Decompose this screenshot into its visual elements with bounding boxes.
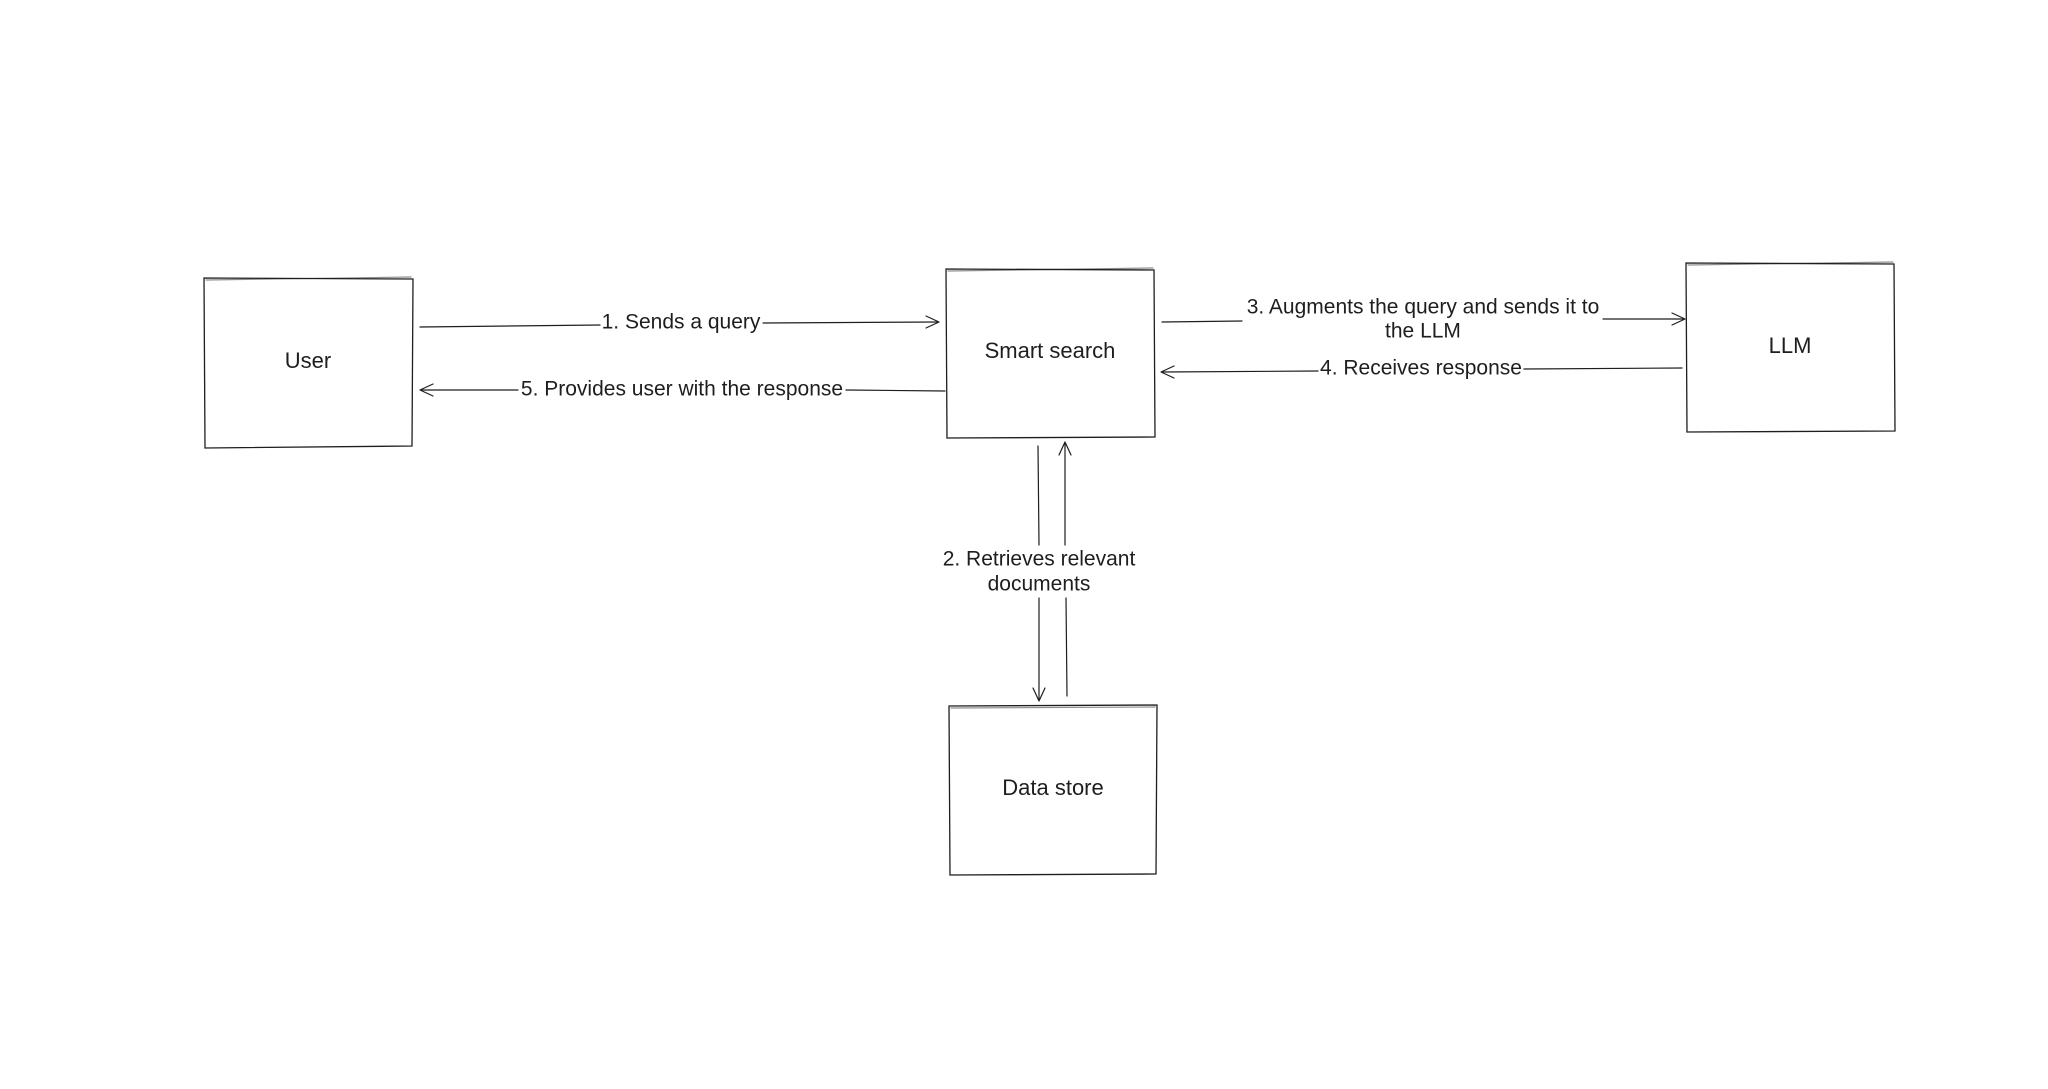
edge-retrieves-docs-label-line2: documents xyxy=(988,573,1091,596)
edge-receives-response-label: 4. Receives response xyxy=(1320,357,1522,380)
edge-retrieves-docs-up-line xyxy=(1065,597,1068,697)
edge-provides-response-label: 5. Provides user with the response xyxy=(521,378,843,401)
edge-augments-query-label-line1: 3. Augments the query and sends it to xyxy=(1247,296,1600,319)
edge-receives-response-line xyxy=(1523,367,1683,370)
node-llm-label: LLM xyxy=(1769,333,1812,358)
arrowhead-icon xyxy=(925,315,940,329)
node-llm[interactable]: LLM xyxy=(1685,261,1896,433)
arrowhead-icon xyxy=(1032,687,1046,702)
arrowhead-icon xyxy=(419,383,434,397)
edge-receives-response: 4. Receives response xyxy=(1160,357,1683,380)
node-smart-search-label: Smart search xyxy=(985,338,1116,363)
edge-sends-query-label: 1. Sends a query xyxy=(602,311,761,334)
arrowhead-icon xyxy=(1058,441,1072,456)
edge-sends-query-line xyxy=(419,324,601,328)
edge-provides-response-line xyxy=(845,389,946,392)
edge-augments-query: 3. Augments the query and sends it to th… xyxy=(1161,296,1686,343)
node-data-store[interactable]: Data store xyxy=(948,704,1158,876)
edge-retrieves-docs-label-line1: 2. Retrieves relevant xyxy=(943,548,1136,571)
edge-augments-query-line xyxy=(1161,320,1243,323)
edge-retrieves-docs: 2. Retrieves relevant documents xyxy=(943,441,1136,702)
edge-augments-query-label-line2: the LLM xyxy=(1385,320,1461,343)
node-user[interactable]: User xyxy=(203,276,414,449)
node-data-store-label: Data store xyxy=(1002,775,1104,800)
arrowhead-icon xyxy=(1671,312,1686,326)
edge-retrieves-docs-down-line xyxy=(1037,445,1040,546)
node-user-label: User xyxy=(285,348,331,373)
edge-provides-response: 5. Provides user with the response xyxy=(419,378,946,401)
edge-sends-query: 1. Sends a query xyxy=(419,311,940,334)
arrowhead-icon xyxy=(1160,365,1175,379)
node-smart-search[interactable]: Smart search xyxy=(945,267,1156,439)
